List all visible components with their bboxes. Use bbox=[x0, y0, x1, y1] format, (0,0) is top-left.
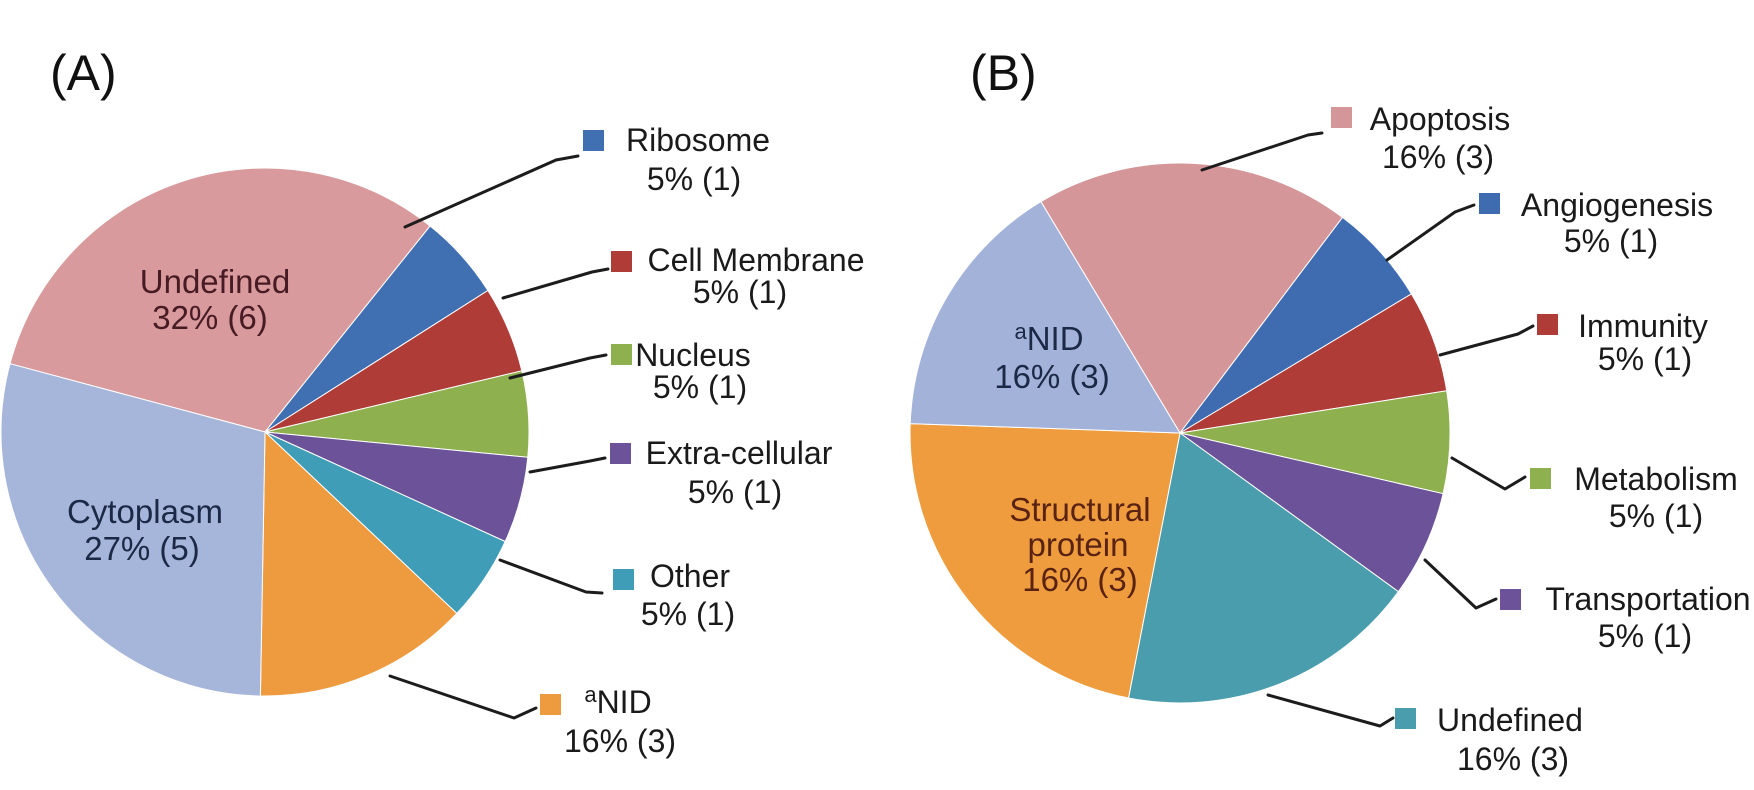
legend-value: 5% (1) bbox=[1564, 223, 1658, 259]
cell-membrane-swatch bbox=[611, 251, 632, 272]
leader-line-metabolism-b bbox=[1450, 456, 1527, 491]
slice-value: 16% (3) bbox=[994, 358, 1110, 395]
legend-label: Immunity bbox=[1578, 308, 1708, 344]
legend-item-apoptosis: Apoptosis 16% (3) bbox=[1331, 101, 1510, 175]
pie-slice-anid-b bbox=[909, 200, 1181, 434]
legend-item-immunity: Immunity 5% (1) bbox=[1537, 308, 1708, 377]
undefined-swatch bbox=[1395, 708, 1416, 729]
pies-layer bbox=[0, 131, 1535, 728]
legend-value: 16% (3) bbox=[1382, 139, 1494, 175]
legend-item-undefined-b: Undefined 16% (3) bbox=[1395, 702, 1583, 777]
leader-line-anid-a bbox=[388, 674, 538, 720]
leader-line-transportation-b bbox=[1423, 558, 1498, 610]
legend-label: Ribosome bbox=[626, 122, 770, 158]
immunity-swatch bbox=[1537, 314, 1558, 335]
inside-label-b-structural-protein: Structural protein 16% (3) bbox=[1009, 491, 1150, 598]
slice-label: aNID bbox=[1014, 319, 1083, 357]
legend-label: Extra-cellular bbox=[646, 435, 833, 471]
pie-slice-undefined-b bbox=[1127, 432, 1400, 704]
panel-a-tag: (A) bbox=[50, 45, 117, 101]
legend-label: Angiogenesis bbox=[1521, 187, 1713, 223]
legend-value: 16% (3) bbox=[564, 723, 676, 759]
legend-value: 5% (1) bbox=[1609, 498, 1703, 534]
apoptosis-swatch bbox=[1331, 107, 1352, 128]
legend-value: 5% (1) bbox=[688, 474, 782, 510]
legend-item-metabolism: Metabolism 5% (1) bbox=[1530, 461, 1738, 534]
legend-value: 5% (1) bbox=[1598, 341, 1692, 377]
leader-line-cell-membrane-a bbox=[501, 267, 610, 300]
slice-label-line1: Structural bbox=[1009, 491, 1150, 528]
legend-value: 5% (1) bbox=[641, 596, 735, 632]
legend-label: Apoptosis bbox=[1370, 101, 1511, 137]
leader-line-ribosome-a bbox=[403, 154, 580, 229]
slice-value: 32% (6) bbox=[152, 299, 268, 336]
legend-label: aNID bbox=[584, 682, 651, 720]
legend-label: Transportation bbox=[1545, 581, 1750, 617]
leader-line-apoptosis-b bbox=[1200, 131, 1324, 172]
legend-item-anid-a: aNID 16% (3) bbox=[540, 682, 676, 759]
leader-line-extra-cellular-a bbox=[528, 456, 607, 474]
pie-slice-cytoplasm-a bbox=[0, 363, 266, 697]
panel-b-tag: (B) bbox=[970, 45, 1037, 101]
legend-value: 5% (1) bbox=[653, 369, 747, 405]
legend-item-cell-membrane: Cell Membrane 5% (1) bbox=[611, 242, 864, 310]
legend-label: Nucleus bbox=[635, 337, 751, 373]
leader-line-angiogenesis-b bbox=[1385, 203, 1476, 262]
pie-slice-apoptosis-b bbox=[1040, 162, 1344, 434]
anid-swatch bbox=[540, 694, 561, 715]
slice-label: Cytoplasm bbox=[67, 493, 223, 530]
legend-label: Undefined bbox=[1437, 702, 1583, 738]
other-swatch bbox=[613, 569, 634, 590]
transportation-swatch bbox=[1500, 589, 1521, 610]
extra-cellular-swatch bbox=[610, 443, 631, 464]
inside-label-a-cytoplasm: Cytoplasm 27% (5) bbox=[67, 493, 223, 567]
legend-value: 16% (3) bbox=[1457, 741, 1569, 777]
legend-label: Metabolism bbox=[1574, 461, 1738, 497]
pie-slice-structural-protein-b bbox=[909, 423, 1181, 699]
legend-item-other: Other 5% (1) bbox=[613, 558, 735, 632]
leader-line-nucleus-a bbox=[508, 353, 608, 380]
pie-slice-anid-a bbox=[259, 430, 458, 697]
ribosome-swatch bbox=[583, 130, 604, 151]
legend-item-extra-cellular: Extra-cellular 5% (1) bbox=[610, 435, 833, 510]
nucleus-swatch bbox=[611, 344, 632, 365]
metabolism-swatch bbox=[1530, 468, 1551, 489]
slice-label: Undefined bbox=[140, 263, 290, 300]
pie-slice-undefined-a bbox=[9, 167, 431, 433]
leader-line-undefined-b bbox=[1266, 693, 1395, 728]
legend-item-ribosome: Ribosome 5% (1) bbox=[583, 122, 770, 197]
inside-label-a-undefined: Undefined 32% (6) bbox=[140, 263, 290, 336]
legend-item-nucleus: Nucleus 5% (1) bbox=[611, 337, 751, 405]
slice-value: 27% (5) bbox=[84, 530, 200, 567]
legend-label: Other bbox=[650, 558, 730, 594]
slice-label-line2: protein bbox=[1028, 526, 1129, 563]
leader-line-immunity-b bbox=[1438, 324, 1535, 357]
legend-value: 5% (1) bbox=[647, 161, 741, 197]
legend-value: 5% (1) bbox=[1598, 618, 1692, 654]
legend-item-angiogenesis: Angiogenesis 5% (1) bbox=[1479, 187, 1713, 259]
angiogenesis-swatch bbox=[1479, 193, 1500, 214]
slice-value: 16% (3) bbox=[1022, 561, 1138, 598]
inside-label-b-anid: aNID 16% (3) bbox=[994, 319, 1110, 395]
legend-item-transportation: Transportation 5% (1) bbox=[1500, 581, 1751, 654]
leader-line-other-a bbox=[498, 558, 604, 595]
legend-label: Cell Membrane bbox=[648, 242, 865, 278]
legend-value: 5% (1) bbox=[693, 274, 787, 310]
